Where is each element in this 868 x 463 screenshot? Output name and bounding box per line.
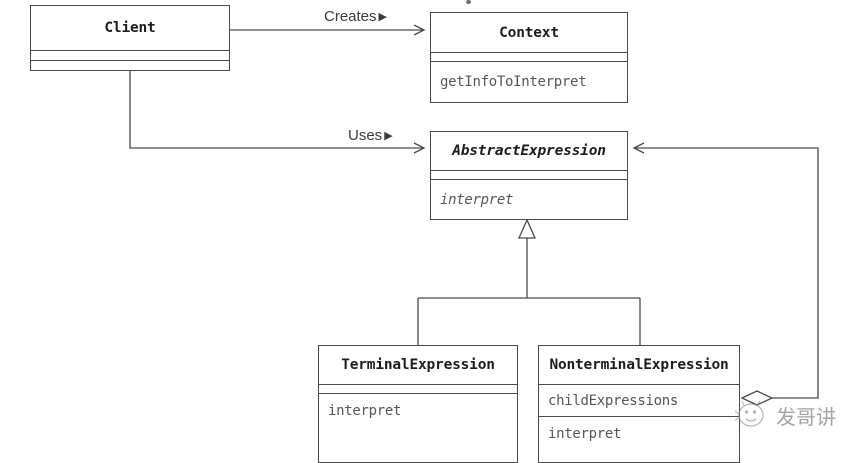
class-name-terminal-expression: TerminalExpression <box>341 357 495 373</box>
uml-class-terminal-expression[interactable]: TerminalExpression interpret <box>318 345 518 463</box>
watermark: 发哥讲 <box>735 400 836 430</box>
attributes-compartment-terminal-expression <box>319 384 517 393</box>
uml-class-client[interactable]: Client <box>30 5 230 71</box>
direction-marker-icon: ▶ <box>384 130 393 142</box>
wechat-penguin-logo-icon <box>735 400 764 427</box>
watermark-text: 发哥讲 <box>776 404 836 429</box>
attribute-child-expressions: childExpressions <box>539 384 739 416</box>
operations-compartment-client <box>31 60 229 70</box>
class-name-abstract-expression: AbstractExpression <box>452 143 606 159</box>
edge-generalization <box>417 218 641 345</box>
operation-get-info-to-interpret: getInfoToInterpret <box>431 61 627 102</box>
edge-label-uses-text: Uses <box>348 127 383 144</box>
edge-label-creates: Creates▶ <box>322 8 389 25</box>
uml-class-abstract-expression[interactable]: AbstractExpression interpret <box>430 131 628 220</box>
operation-interpret-abstract: interpret <box>431 179 627 219</box>
class-name-context: Context <box>499 24 559 41</box>
cropped-caption-remnant <box>466 0 471 4</box>
uml-class-context[interactable]: Context getInfoToInterpret <box>430 12 628 103</box>
attributes-compartment-context <box>431 52 627 61</box>
direction-marker-icon: ▶ <box>378 11 387 23</box>
edge-label-uses: Uses▶ <box>346 127 395 144</box>
class-name-nonterminal-expression: NonterminalExpression <box>549 357 729 373</box>
operation-interpret-nonterminal: interpret <box>539 416 739 462</box>
uml-class-nonterminal-expression[interactable]: NonterminalExpression childExpressions i… <box>538 345 740 463</box>
edge-label-creates-text: Creates <box>324 8 377 25</box>
operation-interpret-terminal: interpret <box>319 393 517 462</box>
attributes-compartment-client <box>31 50 229 60</box>
attributes-compartment-abstract-expression <box>431 170 627 179</box>
class-name-client: Client <box>104 20 156 36</box>
